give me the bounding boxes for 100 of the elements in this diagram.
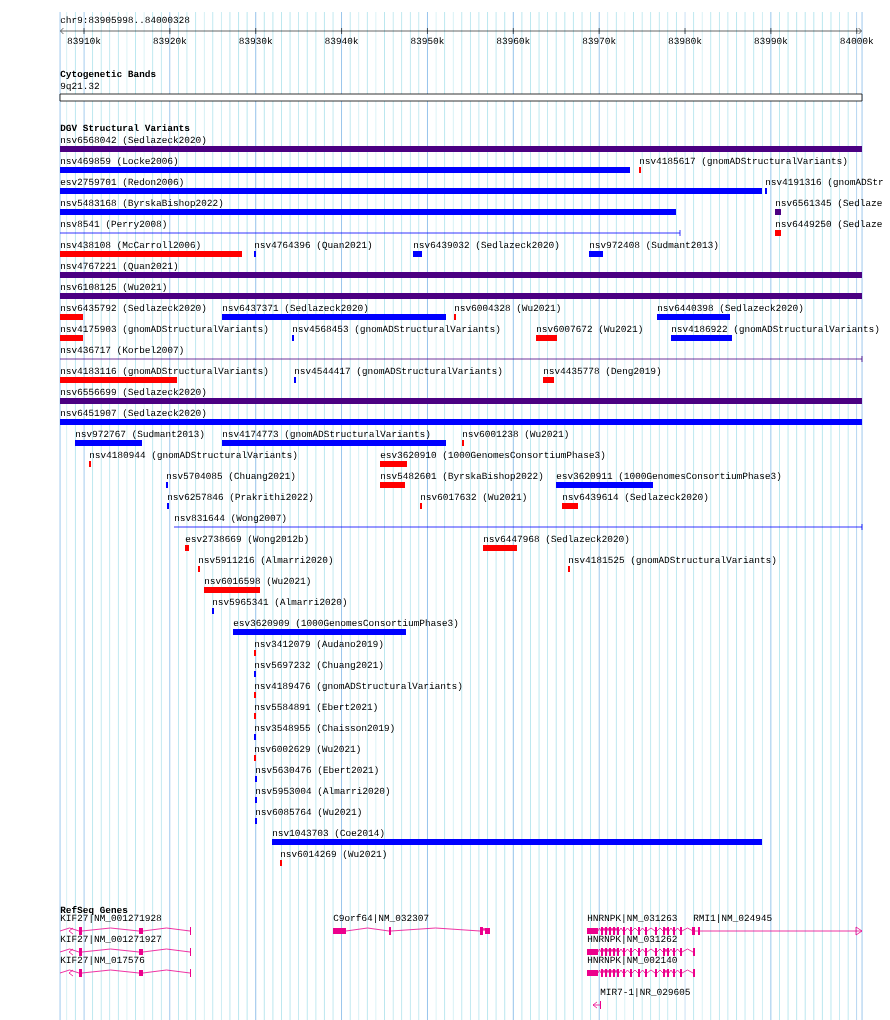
variant-feature: nsv3412079 (Audano2019) [254, 640, 383, 656]
gene-model: MIR7-1|NR_029605 [592, 988, 690, 1009]
variant-feature: nsv6447968 (Sedlazeck2020) [483, 535, 629, 551]
node-label: nsv6447968 (Sedlazeck2020) [484, 535, 629, 544]
variant-feature: nsv6108125 (Wu2021) [60, 283, 862, 299]
node-label: nsv3412079 (Audano2019) [255, 640, 383, 649]
variant-feature: nsv4175903 (gnomADStructuralVariants) [60, 325, 268, 341]
node-label: esv3620910 (1000GenomesConsortiumPhase3) [380, 451, 605, 460]
node-label: KIF27|NM_001271928 [60, 914, 162, 923]
node-label: nsv5965341 (Almarri2020) [213, 598, 346, 607]
variant-feature: nsv5704085 (Chuang2021) [166, 472, 295, 488]
node-label: esv2759701 (Redon2006) [60, 178, 183, 187]
variant-feature: nsv6439614 (Sedlazeck2020) [562, 493, 708, 509]
track-heading: Cytogenetic Bands [60, 70, 156, 79]
node-label: nsv4767221 (Quan2021) [61, 262, 178, 271]
variant-feature: nsv6439032 (Sedlazeck2020) [413, 241, 559, 257]
tick-label: 83970k [582, 37, 616, 45]
node-label: nsv4189476 (gnomADStructuralVariants) [255, 682, 462, 691]
variant-feature: nsv6440398 (Sedlazeck2020) [657, 304, 803, 320]
variant-feature: nsv6556699 (Sedlazeck2020) [60, 388, 862, 404]
variant-feature: nsv4191316 (gnomADStr [765, 178, 883, 194]
variant-feature: nsv3548955 (Chaisson2019) [254, 724, 394, 740]
node-label: nsv4175903 (gnomADStructuralVariants) [61, 325, 268, 334]
variant-feature: nsv6001238 (Wu2021) [462, 430, 568, 446]
node-label: esv3620911 (1000GenomesConsortiumPhase3) [556, 472, 781, 481]
node-label: nsv972767 (Sudmant2013) [76, 430, 204, 439]
tick-label: 83930k [239, 37, 273, 45]
variant-feature: nsv4568453 (gnomADStructuralVariants) [292, 325, 500, 341]
node-label: nsv5697232 (Chuang2021) [255, 661, 383, 670]
node-label: nsv1043703 (Coe2014) [273, 829, 384, 838]
variant-feature: esv3620910 (1000GenomesConsortiumPhase3) [380, 451, 605, 467]
variant-feature: nsv4180944 (gnomADStructuralVariants) [89, 451, 297, 467]
node-label: nsv4435778 (Deng2019) [544, 367, 661, 376]
variant-feature: nsv6561345 (Sedlaze [775, 199, 882, 215]
gene-model: RMI1|NM_024945 [692, 914, 863, 936]
variant-feature: nsv6435792 (Sedlazeck2020) [60, 304, 206, 320]
variant-feature: nsv469859 (Locke2006) [60, 157, 630, 173]
node-label: esv2738669 (Wong2012b) [185, 535, 308, 544]
variant-feature: nsv4185617 (gnomADStructuralVariants) [639, 157, 847, 173]
gene-model: KIF27|NM_001271928 [59, 914, 191, 935]
node-label: nsv6556699 (Sedlazeck2020) [61, 388, 206, 397]
node-label: nsv5953004 (Almarri2020) [256, 787, 389, 796]
node-label: nsv6561345 (Sedlaze [776, 199, 882, 208]
variant-feature: nsv6449250 (Sedlaze [775, 220, 882, 236]
variant-feature: esv2738669 (Wong2012b) [185, 535, 308, 551]
variant-feature: nsv4544417 (gnomADStructuralVariants) [294, 367, 502, 383]
node-label: C9orf64|NM_032307 [333, 914, 429, 923]
node-label: nsv4191316 (gnomADStr [766, 178, 883, 187]
node-label: nsv4183116 (gnomADStructuralVariants) [61, 367, 268, 376]
gene-model: C9orf64|NM_032307 [333, 914, 490, 935]
variant-feature: nsv4764396 (Quan2021) [254, 241, 372, 257]
node-label: KIF27|NM_001271927 [60, 935, 161, 944]
node-label: nsv3548955 (Chaisson2019) [255, 724, 394, 733]
node-label: nsv5704085 (Chuang2021) [167, 472, 295, 481]
variant-feature: nsv4435778 (Deng2019) [543, 367, 661, 383]
tick-label: 84000k [840, 37, 874, 45]
band-label: 9q21.32 [60, 82, 99, 91]
variant-feature: nsv5584891 (Ebert2021) [254, 703, 377, 719]
track-heading: DGV Structural Variants [60, 124, 190, 132]
node-label: nsv6007672 (Wu2021) [537, 325, 642, 334]
node-label: nsv972408 (Sudmant2013) [590, 241, 718, 250]
node-label: nsv5911216 (Almarri2020) [199, 556, 332, 565]
node-label: nsv6108125 (Wu2021) [61, 283, 166, 292]
variant-feature: nsv5965341 (Almarri2020) [212, 598, 346, 614]
node-label: nsv4186922 (gnomADStructuralVariants) [672, 325, 879, 334]
node-label: nsv4185617 (gnomADStructuralVariants) [640, 157, 847, 166]
variant-feature: nsv5482601 (ByrskaBishop2022) [380, 472, 543, 488]
variant-feature: nsv6016598 (Wu2021) [204, 577, 310, 593]
node-label: nsv6437371 (Sedlazeck2020) [223, 304, 368, 313]
variant-feature: nsv8541 (Perry2008) [59, 220, 681, 237]
variant-feature: nsv831644 (Wong2007) [173, 514, 863, 531]
node-label: nsv6016598 (Wu2021) [205, 577, 310, 586]
node-label: nsv469859 (Locke2006) [61, 157, 178, 166]
node-label: KIF27|NM_017576 [60, 956, 145, 965]
node-label: HNRNPK|NM_031263 [587, 914, 677, 923]
variant-feature: nsv4186922 (gnomADStructuralVariants) [671, 325, 879, 341]
node-label: nsv438108 (McCarroll2006) [61, 241, 200, 250]
variant-feature: nsv5953004 (Almarri2020) [255, 787, 389, 803]
node-label: HNRNPK|NM_031262 [587, 935, 677, 944]
variant-feature: nsv4181525 (gnomADStructuralVariants) [568, 556, 776, 572]
node-label: esv3620909 (1000GenomesConsortiumPhase3) [233, 619, 458, 628]
gene-model: HNRNPK|NM_031262 [587, 935, 695, 956]
variant-feature: nsv436717 (Korbel2007) [59, 346, 863, 363]
node-label: nsv4174773 (gnomADStructuralVariants) [223, 430, 430, 439]
node-label: nsv5482601 (ByrskaBishop2022) [381, 472, 543, 481]
tick-label: 83910k [67, 37, 101, 45]
node-label: nsv6568042 (Sedlazeck2020) [61, 136, 206, 145]
tick-label: 83960k [497, 37, 530, 45]
variant-feature: nsv4767221 (Quan2021) [60, 262, 862, 278]
node-label: nsv4181525 (gnomADStructuralVariants) [569, 556, 776, 565]
gene-model: KIF27|NM_017576 [59, 956, 191, 977]
variant-feature: nsv972408 (Sudmant2013) [589, 241, 718, 257]
variant-feature: nsv5697232 (Chuang2021) [254, 661, 383, 677]
variant-feature: nsv6437371 (Sedlazeck2020) [222, 304, 446, 320]
node-label: nsv6001238 (Wu2021) [463, 430, 568, 439]
node-label: HNRNPK|NM_002140 [587, 956, 677, 965]
node-label: nsv6257846 (Prakrithi2022) [168, 493, 313, 502]
node-label: nsv6449250 (Sedlaze [776, 220, 882, 229]
variant-feature: nsv1043703 (Coe2014) [272, 829, 762, 845]
node-label: nsv6002629 (Wu2021) [255, 745, 360, 754]
